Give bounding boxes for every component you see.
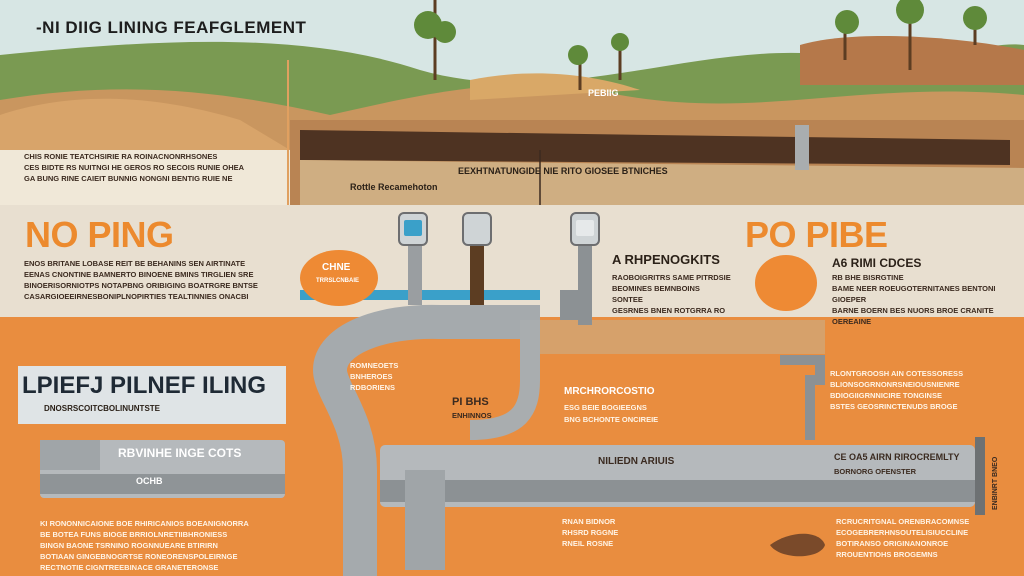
left-panel-heading: NO PING bbox=[25, 214, 174, 255]
right-panel-subheading: A6 RIMI CDCES bbox=[832, 256, 922, 270]
center-panel-line: RAOBOIGRITRS SAME PITRDSIE bbox=[612, 273, 731, 282]
lower-center-line: RNAN BIDNOR bbox=[562, 517, 616, 526]
lower-right-line: BLIONSOGRNONRSNEIOUSNIENRE bbox=[830, 380, 960, 389]
lower-center-line: RNEIL ROSNE bbox=[562, 539, 614, 548]
mid-subheading: ESG BEIE BOGIEEGNS bbox=[564, 403, 647, 412]
pipe-lining-subtitle: DNOSRSCOITCBOLINUNTSTE bbox=[44, 404, 160, 413]
left-panel-line: CASARGIOEEIRNESBONIPLNOPIRTIES TEALTINNI… bbox=[24, 292, 249, 301]
lower-left-line: BE BOTEA FUNS BIOGE BRRIOLNRETIIBHRONIES… bbox=[40, 530, 228, 539]
bend-label: PI BHS bbox=[452, 396, 489, 408]
center-panel-line: GESRNES BNEN ROTGRRA RO bbox=[612, 306, 726, 315]
gauge-icon bbox=[398, 212, 428, 246]
surface-caption: CHIS RONIE TEATCHSIRIE RA ROINACNONRHSON… bbox=[24, 151, 284, 184]
surface-sign: PEBIIG bbox=[588, 88, 619, 98]
mid-subheading-2: BNG BCHONTE ONCIREIE bbox=[564, 415, 659, 424]
main-pipe-text: NILIEDN ARIUIS bbox=[598, 456, 675, 467]
bend-sublabel: ENHINNOS bbox=[452, 411, 492, 420]
lower-left-line: BINGN BAONE TSRNINO ROGNNUEARE BTIRIRN bbox=[40, 541, 218, 550]
surface-caption-line: CHIS RONIE TEATCHSIRIE RA ROINACNONRHSON… bbox=[24, 152, 218, 161]
pipe-lining-label-box: LPIEFJ PILNEF ILING DNOSRSCOITCBOLINUNTS… bbox=[18, 366, 286, 424]
surface-caption-line: GA BUNG RINE CAIEIT BUNNIG NONGNI BENTIG… bbox=[24, 174, 233, 183]
pipe-tag: OCHB bbox=[136, 476, 163, 486]
bend-tag-line: ROMNEOETS bbox=[350, 361, 399, 370]
lower-left-line: KI RONONNICAIONE BOE RHIRICANIOS BOEANIG… bbox=[40, 519, 249, 528]
bend-tag-line: RDBORIENS bbox=[350, 383, 396, 392]
pipe-lining-title: LPIEFJ PILNEF ILING bbox=[22, 372, 267, 399]
right-panel-line: BARNE BOERN BES NUORS BROE CRANITE OEREA… bbox=[832, 306, 994, 326]
lower-right-line: BDIOGIIGRNNICIRE TONGINSE bbox=[830, 391, 942, 400]
gauge-screen-icon bbox=[468, 220, 486, 236]
gauge-icon bbox=[462, 212, 492, 246]
left-panel-text: ENOS BRITANE LOBASE REIT BE BEHANINS SEN… bbox=[24, 258, 279, 302]
gauge-screen-icon bbox=[404, 220, 422, 236]
lower-left-text: KI RONONNICAIONE BOE RHIRICANIOS BOEANIG… bbox=[40, 518, 280, 573]
left-bubble-label: CHNE bbox=[322, 262, 351, 273]
left-panel-line: ENOS BRITANE LOBASE REIT BE BEHANINS SEN… bbox=[24, 259, 246, 268]
left-panel-line: BINOERISORNIOTPS NOTAPBNG ORIBIGING BOAT… bbox=[24, 281, 258, 290]
side-label: ENBINRT BNEO bbox=[992, 456, 999, 510]
right-panel-line: RB BHE BISRGTINE bbox=[832, 273, 904, 282]
lower-left-line: RECTNOTIE CIGNTREEBINACE GRANETERONSE bbox=[40, 563, 219, 572]
right-panel-heading: PO PIBE bbox=[745, 214, 888, 255]
left-bubble-sub: TRRSLCNBAIE bbox=[316, 278, 359, 284]
pipe-heading: RBVINHE INGE COTS bbox=[118, 446, 242, 460]
center-panel-text: RAOBOIGRITRS SAME PITRDSIE BEOMINES BEMN… bbox=[612, 272, 732, 316]
lower-right-line: RLONTGROOSH AIN COTESSORESS bbox=[830, 369, 964, 378]
left-bubble: CHNE TRRSLCNBAIE bbox=[300, 250, 378, 306]
lower-right-bottom-line: RCRUCRITGNAL ORENBRACOMNSE bbox=[836, 517, 970, 526]
lower-right-bottom-line: BOTIRANSO ORIGINANONROE bbox=[836, 539, 949, 548]
gauge-icon bbox=[570, 212, 600, 246]
bend-tag-text: ROMNEOETS BNHEROES RDBORIENS bbox=[350, 360, 420, 393]
trench-caption: Rottle Recamehoton bbox=[350, 182, 438, 192]
center-panel-line: BEOMINES BEMNBOINS SONTEE bbox=[612, 284, 700, 304]
center-caption: EEXHTNATUNGIDE NIE RITO GIOSEE BTNICHES bbox=[458, 166, 668, 176]
lower-right-bottom-line: ECOGEBRERHNSOUTELISIUCCLINE bbox=[836, 528, 969, 537]
page-title: -NI DIIG LINING FEAFGLEMENT bbox=[36, 18, 307, 37]
lower-right-bottom-text: RCRUCRITGNAL ORENBRACOMNSE ECOGEBRERHNSO… bbox=[836, 516, 986, 560]
bend-tag-line: BNHEROES bbox=[350, 372, 393, 381]
lower-left-line: BOTIAAN GINGEBNOGRTSE RONEORENSPOLEIRNGE bbox=[40, 552, 238, 561]
left-panel-line: EENAS CNONTINE BAMNERTO BINOENE BMINS TI… bbox=[24, 270, 254, 279]
lower-right-bottom-line: RROUENTIOHS BROGEMNS bbox=[836, 550, 938, 559]
right-panel-text: RB BHE BISRGTINE BAME NEER ROEUGOTERNITA… bbox=[832, 272, 1017, 327]
gauge-screen-icon bbox=[576, 220, 594, 236]
lower-right-line: BSTES GEOSRINCTENUDS BROGE bbox=[830, 402, 958, 411]
mid-heading: MRCHRORCOSTIO bbox=[564, 386, 655, 397]
lower-center-line: RHSRD RGGNE bbox=[562, 528, 619, 537]
lower-center-text: RNAN BIDNOR RHSRD RGGNE RNEIL ROSNE bbox=[562, 516, 652, 549]
right-bubble bbox=[755, 255, 817, 311]
center-panel-heading: A RHPENOGKITS bbox=[612, 252, 720, 267]
right-pipe-label: CE OA5 AIRN RIROCREMLTY bbox=[834, 452, 960, 462]
right-pipe-label-2: BORNORG OFENSTER bbox=[834, 467, 917, 476]
lower-right-text: RLONTGROOSH AIN COTESSORESS BLIONSOGRNON… bbox=[830, 368, 1010, 412]
surface-caption-line: CES BIDTE RS NUITNGI HE GEROS RO SECOIS … bbox=[24, 163, 245, 172]
right-panel-line: BAME NEER ROEUGOTERNITANES BENTONI GIOEP… bbox=[832, 284, 996, 304]
